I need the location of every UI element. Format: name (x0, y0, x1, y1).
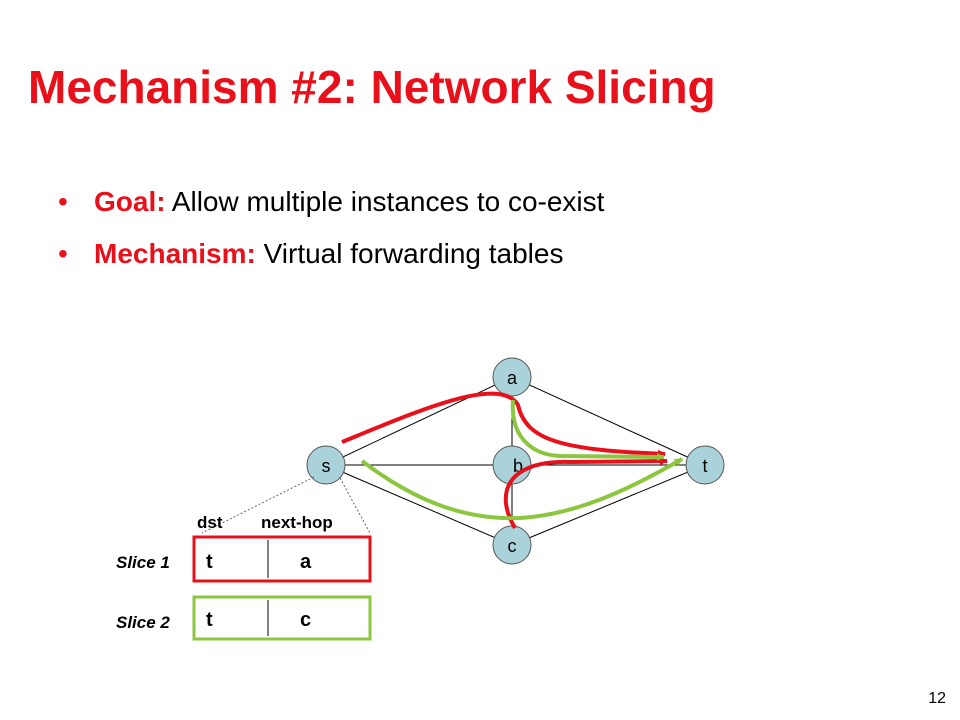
node-b-label: b (513, 456, 523, 476)
node-c-label: c (508, 536, 517, 556)
bullet-goal-text: Allow multiple instances to co-exist (165, 186, 605, 217)
bullet-mechanism-lead: Mechanism: (94, 238, 256, 269)
slice2-path-s-c-t (360, 457, 684, 521)
table-header-dst: dst (197, 513, 223, 532)
slice2-table-box (192, 595, 372, 641)
slice1-path-c-b-t (503, 457, 668, 530)
node-s-label: s (322, 456, 331, 476)
node-a-label: a (507, 368, 518, 388)
slide-title: Mechanism #2: Network Slicing (28, 61, 716, 113)
node-s: s (306, 445, 346, 485)
slice2-next-hop: c (300, 609, 311, 631)
node-t-label: t (702, 456, 707, 476)
slice1-next-hop: a (300, 551, 312, 573)
bullet-mechanism-text: Virtual forwarding tables (255, 238, 564, 269)
link-s-a (325, 376, 513, 466)
slice1-label: Slice 1 (116, 553, 170, 572)
link-c-t (511, 464, 706, 546)
slice2-path-a-b-t (510, 399, 665, 461)
node-a: a (492, 357, 532, 397)
projection-line-right (339, 477, 371, 534)
slice2-dst: t (206, 609, 213, 631)
table-header-next-hop: next-hop (261, 513, 333, 532)
bullet-mechanism: • Mechanism: Virtual forwarding tables (58, 228, 604, 280)
slice2-label: Slice 2 (116, 613, 170, 632)
slice1-table-box (192, 535, 372, 583)
bullet-dot-icon: • (58, 238, 68, 269)
slice1-path-s-a-t (341, 391, 666, 458)
slice1-dst: t (206, 551, 213, 573)
node-c: c (492, 525, 532, 565)
projection-line-left (201, 476, 315, 534)
page-number: 12 (928, 690, 946, 707)
bullet-goal: • Goal: Allow multiple instances to co-ex… (58, 176, 604, 228)
link-a-t (511, 376, 706, 466)
node-t: t (685, 445, 725, 485)
bullet-list: • Goal: Allow multiple instances to co-ex… (58, 176, 604, 280)
bullet-dot-icon: • (58, 186, 68, 217)
link-s-c (325, 464, 513, 546)
bullet-goal-lead: Goal: (94, 186, 166, 217)
node-b: b (492, 445, 532, 485)
